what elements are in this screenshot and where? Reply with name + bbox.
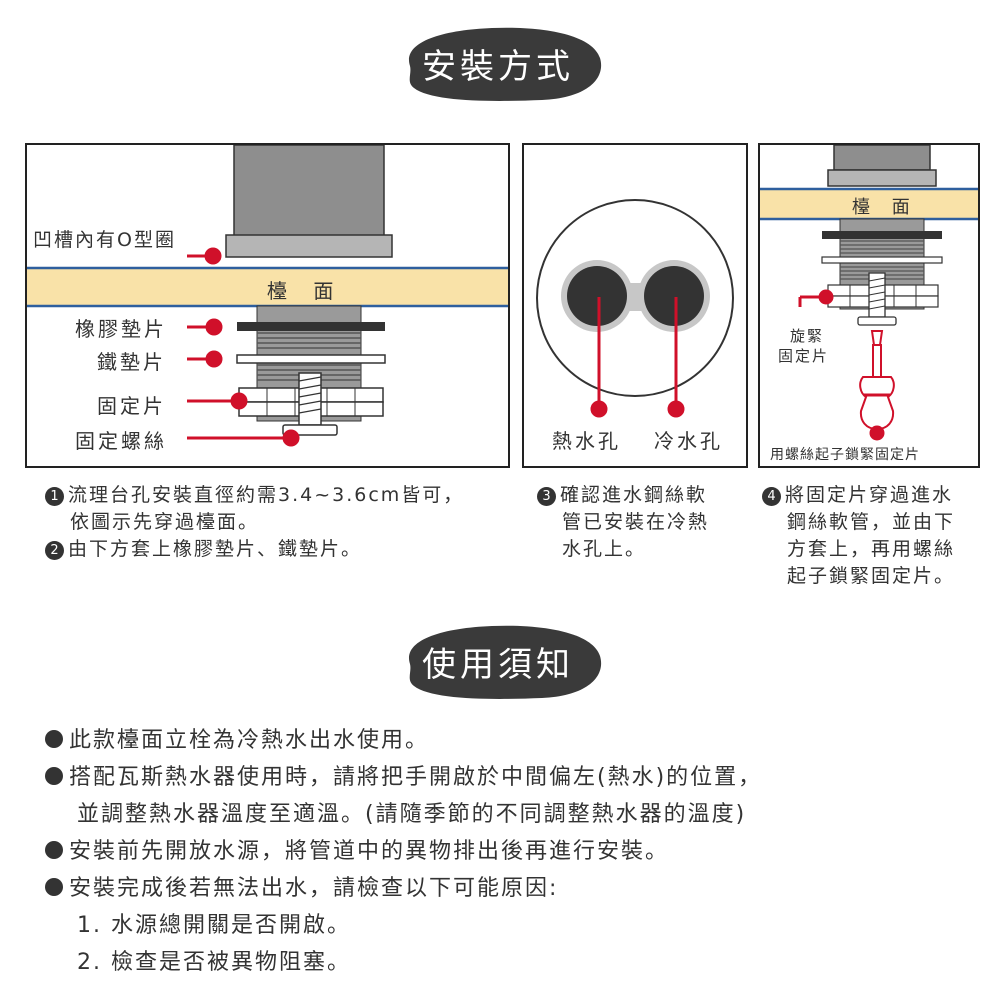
step-3-line-2: 管已安裝在冷熱 [562,511,710,533]
label-countertop-panel3: 檯 面 [852,197,918,218]
label-groove-o-ring: 凹槽內有O型圈 [33,229,176,251]
label-fixing-plate: 固定片 [97,394,166,418]
label-tighten-plate-1: 旋緊 [790,327,825,345]
usage-title: 使用須知 [422,644,574,685]
label-hot-water-hole: 熱水孔 [552,429,621,453]
step-3-line-3: 水孔上。 [562,538,647,560]
step-number-3: 3 [537,487,556,506]
step-4-line-1: 將固定片穿過進水 [785,484,954,506]
step-4-line-4: 起子鎖緊固定片。 [787,565,956,587]
step-4-line-3: 方套上，再用螺絲 [787,538,956,560]
note-item: 此款檯面立栓為冷熱水出水使用。 [45,722,985,759]
note-sub-item-2: 2. 檢查是否被異物阻塞。 [77,950,351,975]
install-diagram-panel-3: 檯 面 旋緊 固定片 用螺絲起子鎖緊固定片 [758,143,980,468]
install-diagram-panel-1: 凹槽內有O型圈 檯 面 橡膠墊片 鐵墊片 固定片 固定螺絲 [25,143,510,468]
label-screwdriver-tighten: 用螺絲起子鎖緊固定片 [770,447,920,463]
install-title-badge: 安裝方式 [392,22,604,104]
note-text-2-line-1: 搭配瓦斯熱水器使用時，請將把手開啟於中間偏左(熱水)的位置， [69,765,763,790]
faucet-base-diagram [27,145,508,447]
label-tighten-plate-2: 固定片 [778,347,830,365]
note-text-4: 安裝完成後若無法出水，請檢查以下可能原因: [69,876,559,901]
label-iron-gasket: 鐵墊片 [97,350,166,374]
step-1-line-1: 流理台孔安裝直徑約需3.4~3.6cm皆可， [68,484,465,506]
note-text-1: 此款檯面立栓為冷熱水出水使用。 [69,728,430,753]
note-sub-item-1: 1. 水源總開關是否開啟。 [77,913,351,938]
step-2-line-1: 由下方套上橡膠墊片、鐵墊片。 [68,538,363,560]
bullet-icon [45,878,63,896]
water-inlet-diagram [536,199,734,418]
step-1-line-2: 依圖示先穿過檯面。 [70,511,260,533]
label-countertop: 檯 面 [267,279,344,303]
label-cold-water-hole: 冷水孔 [654,429,723,453]
label-fixing-screw: 固定螺絲 [75,429,167,453]
step-number-2: 2 [45,541,64,560]
note-item: 安裝前先開放水源，將管道中的異物排出後再進行安裝。 [45,833,985,870]
step-number-1: 1 [45,487,64,506]
step-3-line-1: 確認進水鋼絲軟 [560,484,708,506]
bullet-icon [45,767,63,785]
install-title: 安裝方式 [422,46,574,87]
note-item: 安裝完成後若無法出水，請檢查以下可能原因: [45,870,985,907]
note-text-3: 安裝前先開放水源，將管道中的異物排出後再進行安裝。 [69,839,670,864]
install-diagram-panel-2: 熱水孔 冷水孔 [522,143,748,468]
note-item: 搭配瓦斯熱水器使用時，請將把手開啟於中間偏左(熱水)的位置， [45,759,985,796]
bullet-icon [45,841,63,859]
step-number-4: 4 [762,487,781,506]
usage-notes: 此款檯面立栓為冷熱水出水使用。 搭配瓦斯熱水器使用時，請將把手開啟於中間偏左(熱… [45,722,985,981]
note-text-2-line-2: 並調整熱水器溫度至適溫。(請隨季節的不同調整熱水器的溫度) [77,802,747,827]
screwdriver-tighten-diagram [760,145,978,441]
usage-title-badge: 使用須知 [392,620,604,702]
label-rubber-gasket: 橡膠墊片 [75,317,167,341]
step-4-line-2: 鋼絲軟管，並由下 [787,511,956,533]
bullet-icon [45,730,63,748]
